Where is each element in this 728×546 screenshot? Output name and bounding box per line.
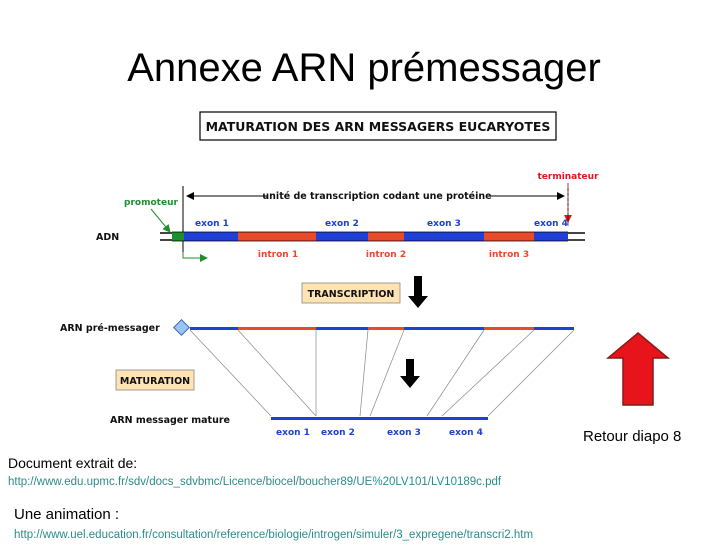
- mature-mrna-label: ARN messager mature: [110, 415, 230, 426]
- dna-intron-3: [484, 232, 534, 241]
- transcription-label: TRANSCRIPTION: [308, 289, 395, 300]
- source-link[interactable]: http://www.edu.upmc.fr/sdv/docs_sdvbmc/L…: [8, 476, 502, 488]
- dna-label: ADN: [96, 232, 119, 243]
- promoter-label: promoteur: [124, 198, 178, 208]
- dna-exon-1: [184, 232, 238, 241]
- dna-intron-1-label: intron 1: [258, 250, 298, 260]
- dna-exon-3-label: exon 3: [427, 219, 461, 229]
- return-slide-link[interactable]: Retour diapo 8: [583, 428, 682, 445]
- mature-exon-4-label: exon 4: [449, 428, 483, 438]
- transcription-unit-label: unité de transcription codant une protéi…: [262, 191, 491, 202]
- mature-exon-3-label: exon 3: [387, 428, 421, 438]
- dna-exon-3: [404, 232, 484, 241]
- dna-exon-2-label: exon 2: [325, 219, 359, 229]
- splicing-lines: [189, 329, 575, 417]
- mature-mrna-strand: [271, 417, 488, 420]
- animation-label: Une animation :: [14, 506, 120, 523]
- transcription-arrow-icon: [408, 276, 428, 308]
- maturation-label: MATURATION: [120, 376, 190, 387]
- dna-exon-4-label: exon 4: [534, 219, 568, 229]
- diagram-heading: MATURATION DES ARN MESSAGERS EUCARYOTES: [206, 119, 551, 134]
- animation-link[interactable]: http://www.uel.education.fr/consultation…: [14, 529, 534, 541]
- dna-intron-1: [238, 232, 316, 241]
- mature-exon-2-label: exon 2: [321, 428, 355, 438]
- pre-mrna-label: ARN pré-messager: [60, 323, 160, 334]
- dna-intron-3-label: intron 3: [489, 250, 529, 260]
- dna-intron-2: [368, 232, 404, 241]
- mature-exon-1-label: exon 1: [276, 428, 310, 438]
- transcription-box: [301, 282, 401, 304]
- dna-promoter: [172, 232, 184, 241]
- dna-intron-2-label: intron 2: [366, 250, 406, 260]
- maturation-arrow-icon: [400, 359, 420, 388]
- dna-exon-4: [534, 232, 568, 241]
- transcription-start-arrow: [182, 252, 208, 262]
- maturation-box: [115, 369, 195, 391]
- promoter-arrow: [150, 208, 171, 233]
- return-arrow-icon[interactable]: [605, 332, 671, 406]
- cap-icon: [173, 319, 190, 336]
- page-title: Annexe ARN prémessager: [127, 46, 601, 90]
- dna-exon-2: [316, 232, 368, 241]
- diagram-heading-box: [199, 111, 557, 141]
- terminator-label: terminateur: [537, 172, 599, 182]
- dna-exon-1-label: exon 1: [195, 219, 229, 229]
- source-label: Document extrait de:: [8, 455, 138, 471]
